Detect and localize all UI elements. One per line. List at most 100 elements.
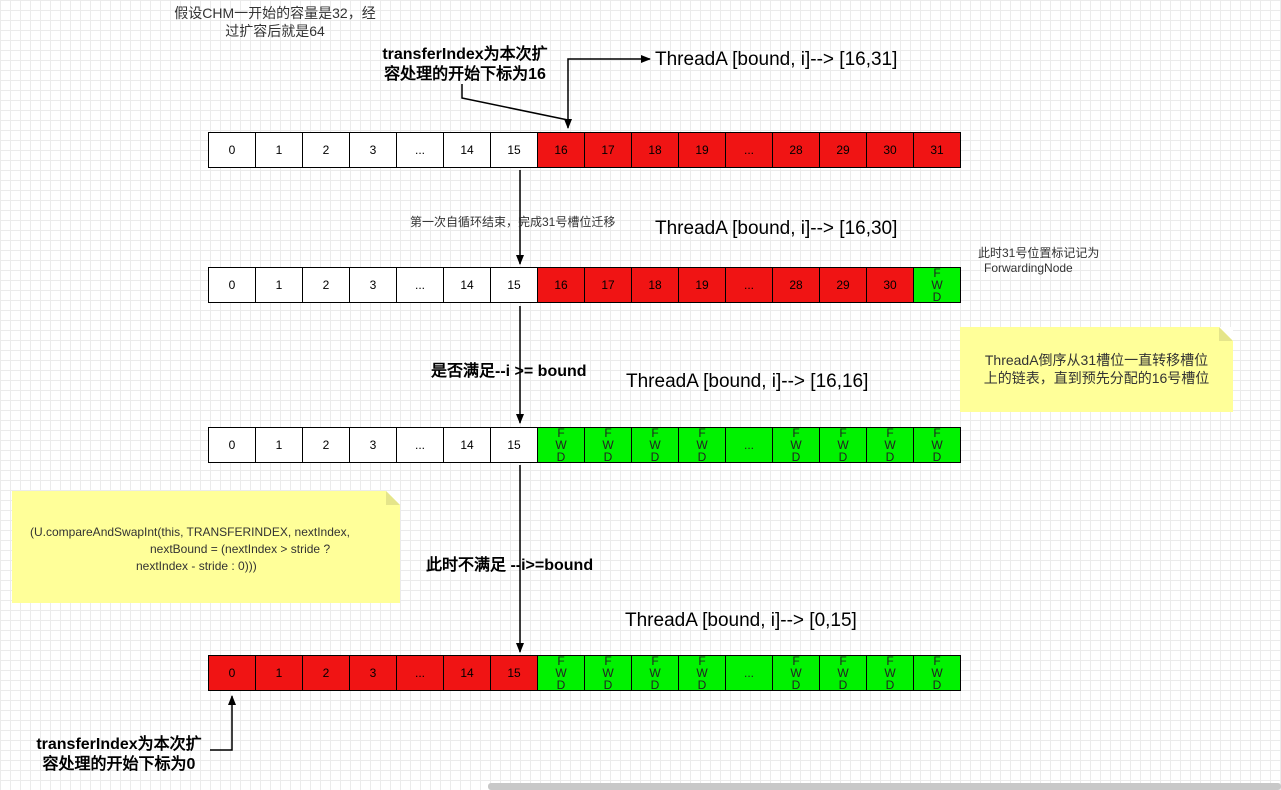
bucket-slot: 19 [678, 267, 726, 303]
thread-label-row2: ThreadA [bound, i]--> [16,30] [655, 218, 898, 239]
bucket-slot: 2 [302, 132, 350, 168]
bucket-slot: ... [725, 132, 773, 168]
forwarding-node-note: 此时31号位置标记记为 ForwardingNode [978, 246, 1099, 276]
transfer-index-label-bottom-line2: 容处理的开始下标为0 [42, 756, 196, 773]
bucket-slot: 18 [631, 132, 679, 168]
arrow-to-thread-label [567, 55, 651, 126]
bucket-slot: 0 [208, 427, 256, 463]
first-loop-label: 第一次自循环结束，完成31号槽位迁移 [410, 215, 616, 229]
note-fold-shadow [386, 491, 400, 505]
forwarding-node-note-line2: ForwardingNode [984, 261, 1073, 275]
transfer-index-label-top-line1: transferIndex为本次扩 [382, 46, 548, 63]
bucket-slot: 2 [302, 427, 350, 463]
bucket-slot: 3 [349, 427, 397, 463]
horizontal-scrollbar[interactable] [488, 783, 1281, 790]
condition-false-label: 此时不满足 --i>=bound [426, 557, 594, 574]
bucket-slot: 16 [537, 267, 585, 303]
bucket-slot: 1 [255, 267, 303, 303]
thread-label-row4: ThreadA [bound, i]--> [0,15] [625, 610, 857, 631]
sticky-note-right-line1: ThreadA倒序从31槽位一直转移槽位 [984, 352, 1209, 368]
arrow-transfer-index-0 [210, 695, 236, 751]
bucket-slot: 14 [443, 427, 491, 463]
sticky-note-right: ThreadA倒序从31槽位一直转移槽位 上的链表，直到预先分配的16号槽位 [960, 327, 1233, 412]
bucket-slot: 30 [866, 132, 914, 168]
bucket-slot: 29 [819, 267, 867, 303]
bucket-slot: 30 [866, 267, 914, 303]
transfer-index-label-bottom: transferIndex为本次扩 容处理的开始下标为0 [14, 735, 224, 775]
bucket-slot: 3 [349, 267, 397, 303]
bucket-slot: FWD [631, 427, 679, 463]
bucket-slot: ... [396, 427, 444, 463]
bucket-slot: 14 [443, 655, 491, 691]
bucket-slot: ... [725, 267, 773, 303]
bucket-slot: 3 [349, 132, 397, 168]
bucket-slot: FWD [913, 267, 961, 303]
bucket-slot: 0 [208, 655, 256, 691]
bucket-slot: FWD [819, 427, 867, 463]
bucket-slot: FWD [772, 427, 820, 463]
transfer-index-label-bottom-line1: transferIndex为本次扩 [36, 736, 202, 753]
bucket-slot: 0 [208, 267, 256, 303]
capacity-note: 假设CHM一开始的容量是32，经 过扩容后就是64 [150, 4, 400, 40]
forwarding-node-note-line1: 此时31号位置标记记为 [978, 246, 1100, 260]
bucket-slot: 19 [678, 132, 726, 168]
bucket-slot: 15 [490, 655, 538, 691]
sticky-note-left: (U.compareAndSwapInt(this, TRANSFERINDEX… [12, 491, 400, 603]
bucket-slot: FWD [678, 427, 726, 463]
bucket-slot: FWD [913, 655, 961, 691]
bucket-slot: ... [396, 132, 444, 168]
bucket-slot: 18 [631, 267, 679, 303]
sticky-note-right-line2: 上的链表，直到预先分配的16号槽位 [983, 370, 1210, 386]
bucket-slot: 29 [819, 132, 867, 168]
bucket-slot: 14 [443, 132, 491, 168]
bucket-slot: FWD [819, 655, 867, 691]
bucket-slot: 1 [255, 427, 303, 463]
bucket-slot: 15 [490, 427, 538, 463]
transfer-index-label-top: transferIndex为本次扩 容处理的开始下标为16 [355, 45, 575, 85]
bucket-slot: 17 [584, 267, 632, 303]
sticky-note-left-line3: nextIndex - stride : 0))) [136, 559, 257, 573]
capacity-note-line2: 过扩容后就是64 [225, 23, 325, 39]
bucket-slot: 3 [349, 655, 397, 691]
sticky-note-left-line2: nextBound = (nextIndex > stride ? [150, 542, 331, 556]
sticky-note-left-line1: (U.compareAndSwapInt(this, TRANSFERINDEX… [30, 525, 350, 539]
note-fold-shadow [1219, 327, 1233, 341]
bucket-slot: 15 [490, 132, 538, 168]
bucket-slot: 0 [208, 132, 256, 168]
bucket-slot: FWD [631, 655, 679, 691]
bucket-slot: 1 [255, 132, 303, 168]
bucket-slot: 28 [772, 267, 820, 303]
bucket-slot: ... [396, 655, 444, 691]
bucket-slot: FWD [584, 655, 632, 691]
bucket-slot: 16 [537, 132, 585, 168]
bucket-slot: FWD [678, 655, 726, 691]
bucket-slot: FWD [537, 427, 585, 463]
bucket-slot: 28 [772, 132, 820, 168]
bucket-slot: FWD [537, 655, 585, 691]
bucket-slot: ... [396, 267, 444, 303]
bucket-slot: 17 [584, 132, 632, 168]
bucket-slot: ... [725, 427, 773, 463]
thread-label-row3: ThreadA [bound, i]--> [16,16] [626, 371, 869, 392]
bucket-slot: FWD [866, 427, 914, 463]
bucket-slot: ... [725, 655, 773, 691]
bucket-slot: 2 [302, 267, 350, 303]
bucket-slot: 2 [302, 655, 350, 691]
capacity-note-line1: 假设CHM一开始的容量是32，经 [174, 5, 376, 21]
bucket-slot: 14 [443, 267, 491, 303]
condition-true-label: 是否满足--i >= bound [431, 363, 587, 380]
arrow-transfer-index-16 [461, 84, 572, 129]
bucket-slot: 15 [490, 267, 538, 303]
transfer-index-label-top-line2: 容处理的开始下标为16 [384, 66, 546, 83]
bucket-slot: FWD [866, 655, 914, 691]
bucket-slot: 31 [913, 132, 961, 168]
thread-label-row1: ThreadA [bound, i]--> [16,31] [655, 49, 898, 70]
bucket-slot: 1 [255, 655, 303, 691]
bucket-slot: FWD [584, 427, 632, 463]
